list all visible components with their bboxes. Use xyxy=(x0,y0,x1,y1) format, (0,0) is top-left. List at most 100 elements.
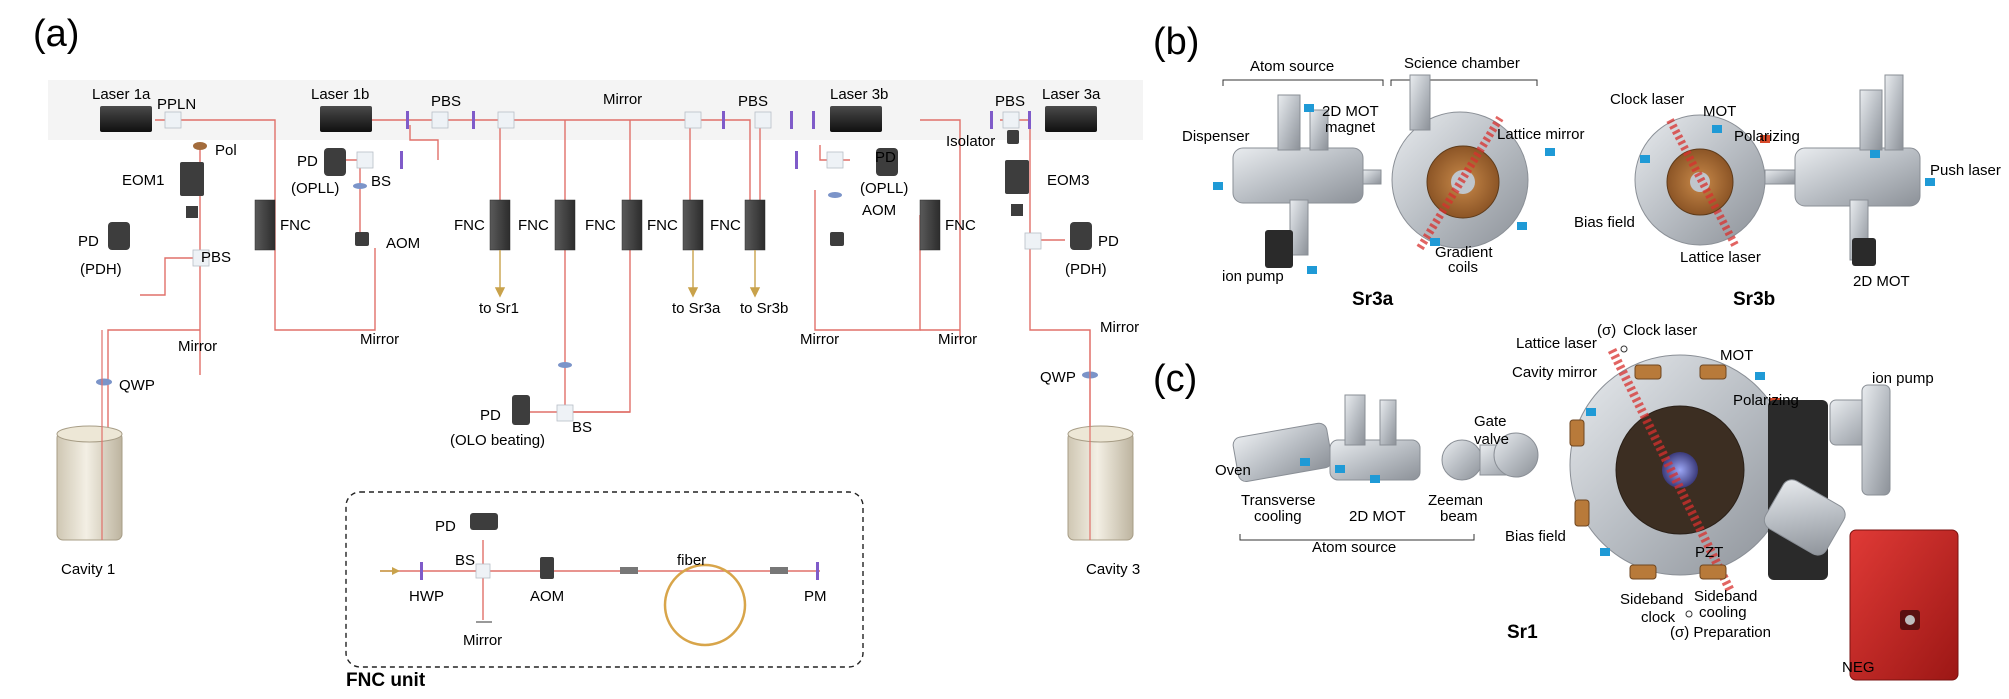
sr3a-atom-source xyxy=(1213,94,1364,274)
label-c-cavity-mirror: Cavity mirror xyxy=(1512,364,1597,381)
label-sr3a: Sr3a xyxy=(1352,289,1394,310)
fnc-olo xyxy=(621,199,643,251)
fnc-label-pm: PM xyxy=(804,588,827,605)
panel-c-labels: Lattice laser (σ) Clock laser Cavity mir… xyxy=(1215,322,1934,676)
pd-olo xyxy=(512,395,530,425)
fnc-fiber-coil xyxy=(663,563,747,647)
label-c-sideband-cooling-2: cooling xyxy=(1699,604,1747,621)
label-qwp-left: QWP xyxy=(119,377,155,394)
label-c-preparation: (σ) Preparation xyxy=(1670,624,1771,641)
panel-b-letter: (b) xyxy=(1153,21,1199,63)
label-fnc-1: FNC xyxy=(280,217,311,234)
label-pd-opll-left: PD xyxy=(297,153,318,170)
fnc-label-mirror: Mirror xyxy=(463,632,502,649)
label-b-science-chamber: Science chamber xyxy=(1404,55,1520,72)
brace-science-chamber xyxy=(1390,79,1538,86)
sr1-ion-pump-tube xyxy=(1861,384,1891,496)
cavity-1-glyph xyxy=(56,330,123,541)
label-b-ion-pump: ion pump xyxy=(1222,268,1284,285)
label-b-mot: MOT xyxy=(1703,103,1736,120)
fnc-pd-glyph xyxy=(470,513,498,530)
pd-pdh-right xyxy=(1070,222,1092,250)
label-fnc-sr1-a: FNC xyxy=(454,217,485,234)
fiber-output-arrows xyxy=(494,250,761,298)
label-c-sideband-clock-2: clock xyxy=(1641,609,1676,626)
label-b-2d-mot: 2D MOT xyxy=(1853,273,1910,290)
label-fnc-3b: FNC xyxy=(945,217,976,234)
neg-pump-glyph xyxy=(1849,529,1959,681)
pd-opll-right xyxy=(876,148,898,176)
label-b-2d-mot-magnet-2: magnet xyxy=(1325,119,1376,136)
fnc-3b xyxy=(919,199,941,251)
laser-3a xyxy=(1045,106,1097,132)
laser-3b xyxy=(830,106,882,132)
isolator xyxy=(1007,130,1019,144)
label-b-gradient-2: coils xyxy=(1448,259,1478,276)
sigma-marker-bottom xyxy=(1685,610,1693,618)
label-aom-1b: AOM xyxy=(386,235,420,252)
label-eom1: EOM1 xyxy=(122,172,165,189)
label-to-sr3b: to Sr3b xyxy=(740,300,788,317)
label-pdh-left: (PDH) xyxy=(80,261,122,278)
label-to-sr1: to Sr1 xyxy=(479,300,519,317)
panel-b-drawing xyxy=(1213,74,1935,274)
label-c-bias-field: Bias field xyxy=(1505,528,1566,545)
label-mirror-right: Mirror xyxy=(1100,319,1139,336)
label-mirror-3b: Mirror xyxy=(800,331,839,348)
label-laser-1b: Laser 1b xyxy=(311,86,369,103)
panel-a-labels: Laser 1a PPLN Pol EOM1 PD (PDH) PBS Mirr… xyxy=(61,86,1140,578)
label-laser-3a: Laser 3a xyxy=(1042,86,1101,103)
ion-pump-glyph xyxy=(1265,230,1293,268)
label-c-gate-1: Gate xyxy=(1474,413,1507,430)
gate-valve-glyph xyxy=(1493,432,1539,478)
label-cavity-1: Cavity 1 xyxy=(61,561,115,578)
eom3-lens xyxy=(1011,204,1023,216)
label-pbs-left: PBS xyxy=(201,249,231,266)
sr3b-science-chamber xyxy=(1634,114,1770,247)
label-mirror-top-center: Mirror xyxy=(603,91,642,108)
laser-1a xyxy=(100,106,152,132)
brace-atom-source-b xyxy=(1222,79,1384,86)
label-c-transverse-2: cooling xyxy=(1254,508,1302,525)
label-cavity-3: Cavity 3 xyxy=(1086,561,1140,578)
label-opll-left: (OPLL) xyxy=(291,180,339,197)
label-ppln: PPLN xyxy=(157,96,196,113)
label-c-2d-mot: 2D MOT xyxy=(1349,508,1406,525)
label-to-sr3a: to Sr3a xyxy=(672,300,721,317)
fnc-label-bs: BS xyxy=(455,552,475,569)
fnc-label-hwp: HWP xyxy=(409,588,444,605)
fnc-pm-glyph xyxy=(816,562,819,580)
fnc-label-fiber: fiber xyxy=(677,552,706,569)
fnc-sr1-b xyxy=(554,199,576,251)
label-pbs-3a: PBS xyxy=(995,93,1025,110)
label-c-zeeman-1: Zeeman xyxy=(1428,492,1483,509)
fnc-sr3a xyxy=(682,199,704,251)
label-sr1: Sr1 xyxy=(1507,622,1538,643)
label-pd-pdh-right: PD xyxy=(1098,233,1119,250)
label-b-push-laser: Push laser xyxy=(1930,162,2001,179)
sr3b-atom-source xyxy=(1794,74,1935,266)
label-pbs-3b: PBS xyxy=(738,93,768,110)
label-laser-1a: Laser 1a xyxy=(92,86,151,103)
fnc-label-pd: PD xyxy=(435,518,456,535)
fnc-sr3b xyxy=(744,199,766,251)
fnc-bs-glyph xyxy=(475,563,491,579)
label-b-lattice-laser: Lattice laser xyxy=(1680,249,1761,266)
label-pd-pdh-left: PD xyxy=(78,233,99,250)
eom1 xyxy=(180,162,204,196)
pd-pdh-left xyxy=(108,222,130,250)
label-laser-3b: Laser 3b xyxy=(830,86,888,103)
sr1-elbow xyxy=(1763,479,1846,556)
label-mirror-left: Mirror xyxy=(178,338,217,355)
label-c-zeeman-2: beam xyxy=(1440,508,1478,525)
cavity-3-glyph xyxy=(1067,330,1134,541)
table-band xyxy=(48,80,1143,140)
label-c-clock-laser: Clock laser xyxy=(1623,322,1697,339)
label-mirror-1b: Mirror xyxy=(360,331,399,348)
pbs-cubes xyxy=(164,111,1042,422)
label-c-neg: NEG xyxy=(1842,659,1875,676)
label-aom-3b: AOM xyxy=(862,202,896,219)
label-fnc-sr3a: FNC xyxy=(647,217,678,234)
label-pd-opll-right: PD xyxy=(875,149,896,166)
label-pol: Pol xyxy=(215,142,237,159)
